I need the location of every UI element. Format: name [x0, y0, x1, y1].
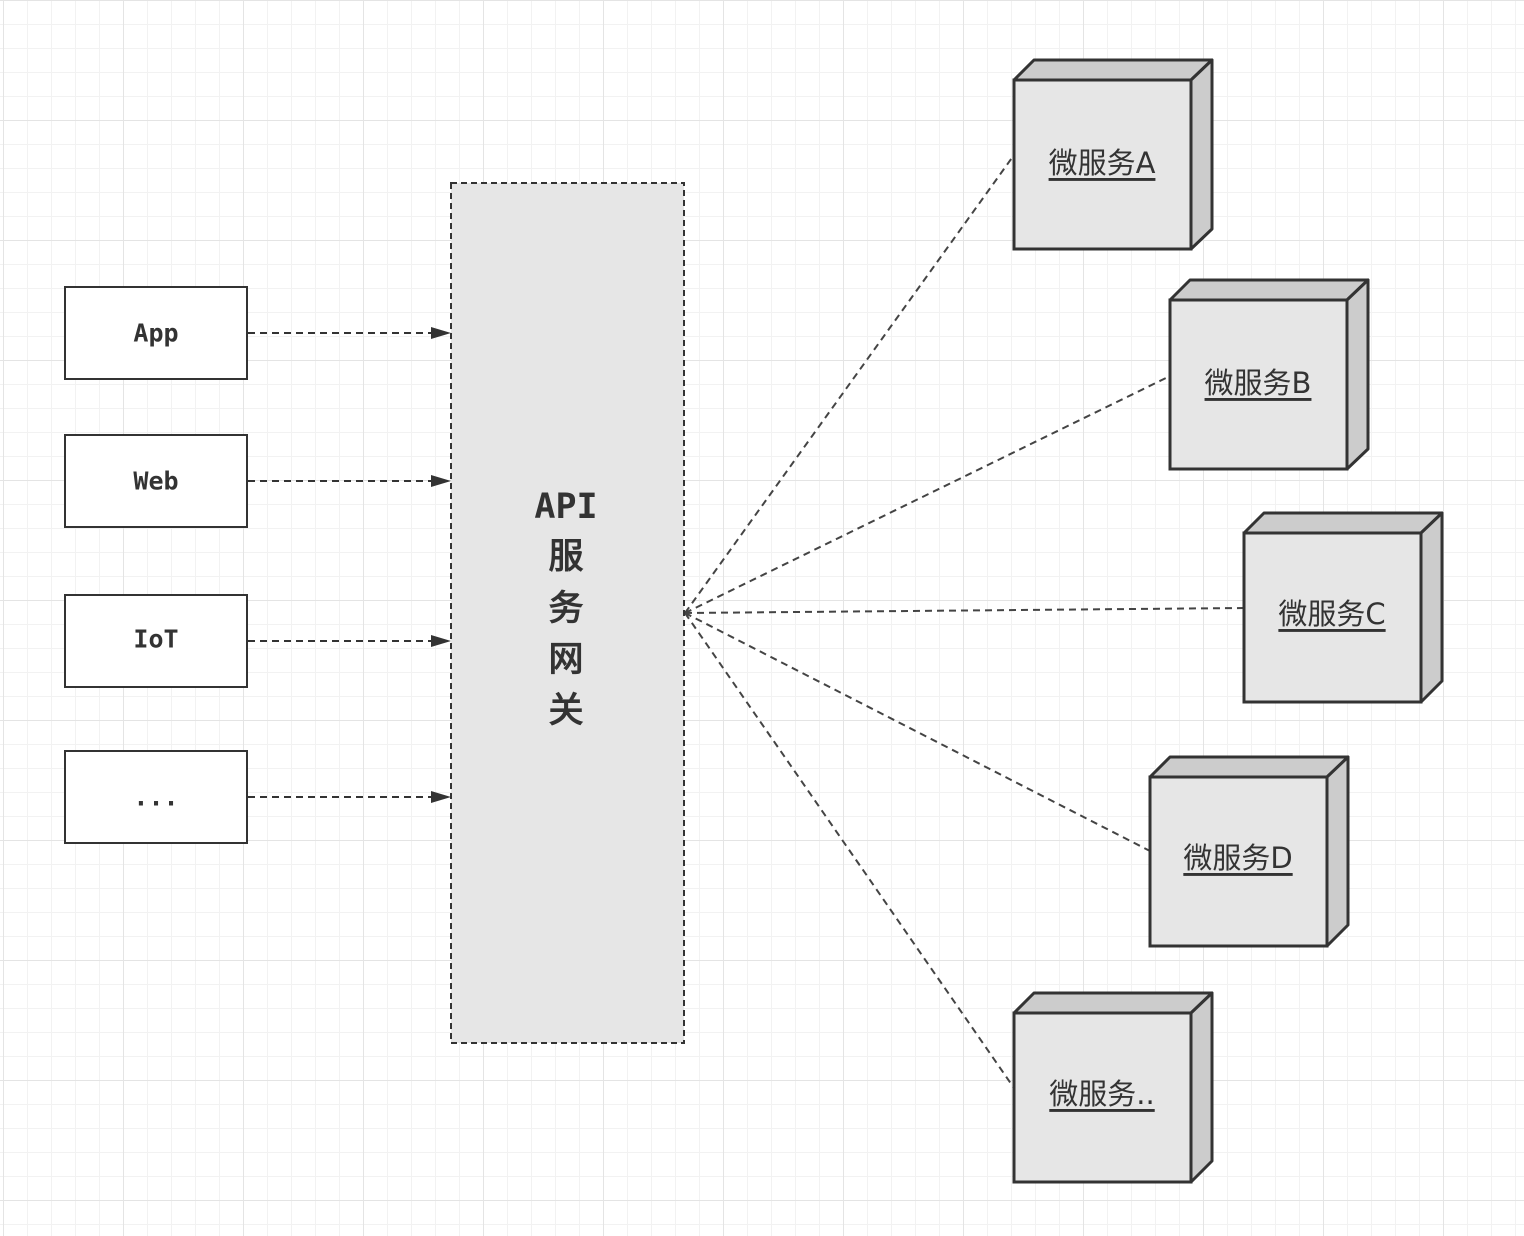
- service-node-a-front: [1012, 78, 1193, 251]
- client-iot-label: IoT: [133, 625, 178, 654]
- client-app-label: App: [133, 319, 178, 348]
- service-node-b-side: [1345, 278, 1370, 471]
- service-node-c-side: [1419, 511, 1444, 704]
- service-node-b-top: [1168, 278, 1370, 302]
- gateway-label-line-2: 服: [548, 537, 583, 577]
- service-node-a-side: [1189, 58, 1214, 251]
- client-web[interactable]: Web: [64, 434, 248, 528]
- service-node-d-side: [1325, 755, 1350, 948]
- connector-service-b: [684, 375, 1171, 614]
- service-node-a[interactable]: 微服务A: [1012, 58, 1214, 251]
- service-node-c-front: [1242, 531, 1423, 704]
- service-node-d-front: [1148, 775, 1329, 948]
- service-node-a-top: [1012, 58, 1214, 82]
- gateway-label-line-4: 网: [548, 640, 583, 680]
- api-gateway[interactable]: API 服 务 网 关: [450, 182, 685, 1044]
- service-node-c-top: [1242, 511, 1444, 535]
- service-node-b-front: [1168, 298, 1349, 471]
- service-node-d-label: 微服务D: [1183, 841, 1292, 875]
- service-node-d-top: [1148, 755, 1350, 779]
- service-node-d[interactable]: 微服务D: [1148, 755, 1350, 948]
- gateway-label-line-5: 关: [548, 691, 583, 731]
- service-node-c-label: 微服务C: [1278, 597, 1385, 631]
- connector-service-more: [684, 612, 1015, 1089]
- client-arrows: [248, 327, 451, 803]
- gateway-label-line-3: 务: [548, 589, 583, 629]
- client-web-label: Web: [133, 467, 178, 496]
- client-iot[interactable]: IoT: [64, 594, 248, 688]
- service-node-more[interactable]: 微服务..: [1012, 991, 1214, 1184]
- service-node-c[interactable]: 微服务C: [1242, 511, 1444, 704]
- service-node-b-label: 微服务B: [1205, 366, 1312, 400]
- service-node-more-top: [1012, 991, 1214, 1015]
- service-node-b[interactable]: 微服务B: [1168, 278, 1370, 471]
- connector-service-d: [684, 612, 1151, 852]
- connector-service-c: [684, 607, 1245, 614]
- client-app[interactable]: App: [64, 286, 248, 380]
- client-more[interactable]: ...: [64, 750, 248, 844]
- service-node-a-label: 微服务A: [1049, 146, 1156, 180]
- service-connectors: [684, 154, 1245, 1089]
- service-node-more-label: 微服务..: [1049, 1077, 1154, 1111]
- service-node-more-front: [1012, 1011, 1193, 1184]
- service-node-more-side: [1189, 991, 1214, 1184]
- gateway-label-line-1: API: [534, 487, 597, 527]
- connector-service-a: [684, 154, 1015, 614]
- client-more-label: ...: [133, 783, 178, 812]
